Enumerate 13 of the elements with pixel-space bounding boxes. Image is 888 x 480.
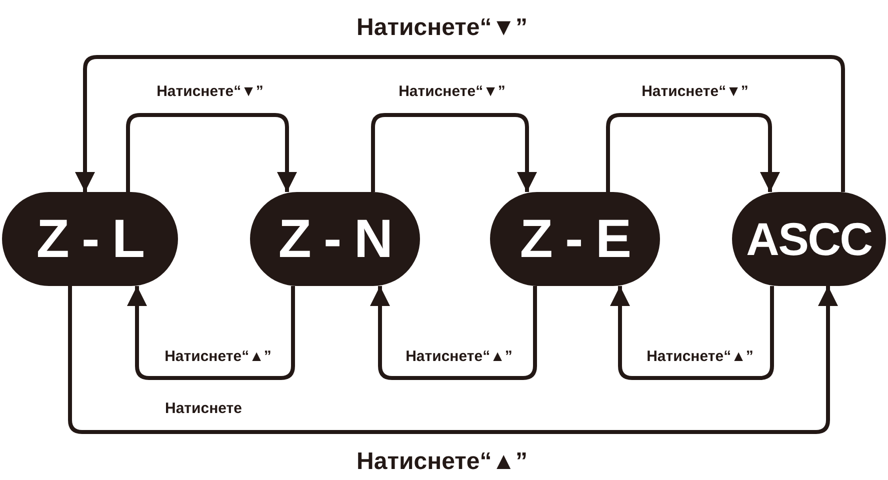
mode-label: Z - N [278,212,392,266]
mode-label: ASCC [746,216,872,262]
arrow [610,286,774,380]
arrow [370,286,537,380]
mode-label: Z - L [36,212,144,266]
arrow [75,55,845,192]
note-label: Натиснете [165,399,242,419]
arrow [68,286,838,434]
arrow [606,113,780,192]
arrow [127,286,295,380]
arrow [371,113,537,192]
arrow [126,113,297,192]
mode-label: Z - E [520,212,630,266]
